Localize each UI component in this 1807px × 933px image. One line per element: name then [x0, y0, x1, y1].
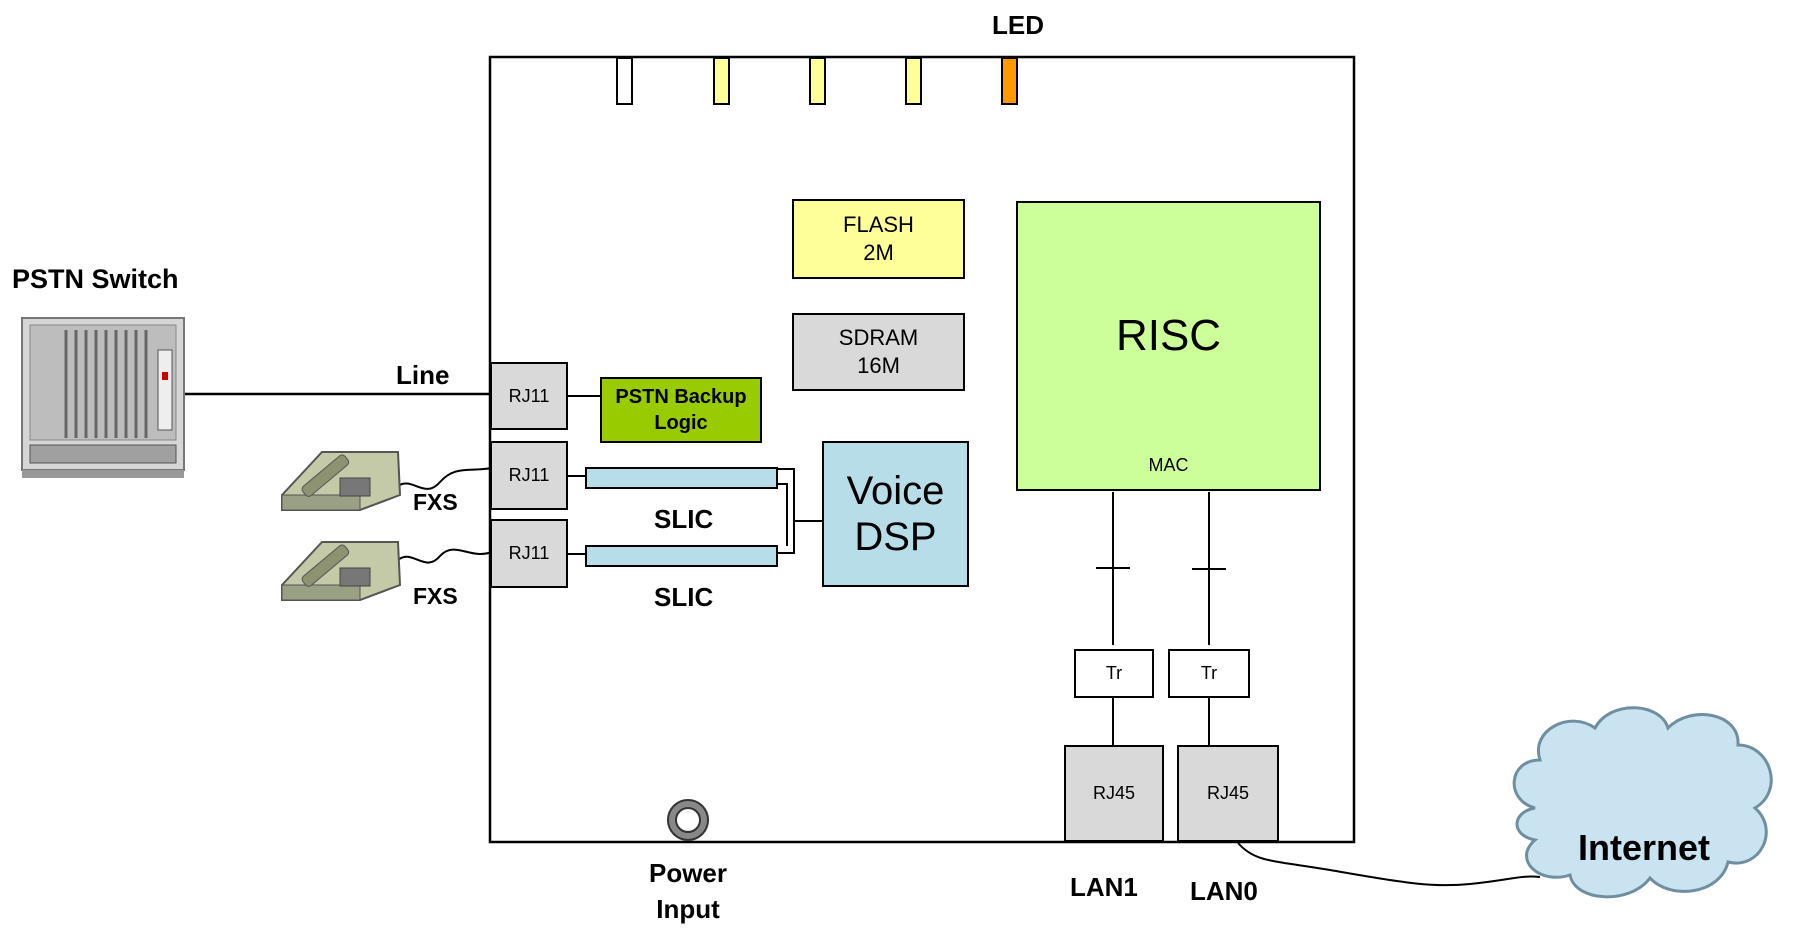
phone-cord-2: [397, 548, 493, 564]
telephone-icon-1: [281, 451, 402, 511]
mac-label: MAC: [1148, 455, 1189, 475]
led-indicator-2: [713, 57, 730, 105]
fxs-label-2: FXS: [413, 583, 458, 609]
cloud-icon: [1512, 706, 1773, 899]
rj45-lan0-port: RJ45: [1177, 745, 1279, 842]
slic-block-1: [585, 467, 778, 489]
fxs-label-1: FXS: [413, 489, 458, 515]
sdram-memory-block: SDRAM 16M: [792, 313, 965, 391]
voice-dsp-block: Voice DSP: [822, 441, 969, 587]
internet-label: Internet: [1578, 827, 1711, 868]
risc-label: RISC: [1115, 311, 1222, 360]
line-label: Line: [396, 360, 450, 390]
power-input-label: Power Input: [648, 858, 728, 924]
internet-cable: [1237, 842, 1541, 887]
led-indicator-4: [905, 57, 922, 105]
led-label: LED: [992, 10, 1044, 40]
rj11-fxs1-port: RJ11: [490, 441, 568, 510]
rj45-lan1-port: RJ45: [1064, 745, 1164, 842]
risc-processor-block: RISC MAC: [1016, 201, 1321, 491]
flash-memory-block: FLASH 2M: [792, 199, 965, 279]
slic-block-2: [585, 545, 778, 567]
telephone-icon-2: [281, 541, 402, 601]
led-indicator-3: [809, 57, 826, 105]
transformer-block-2: Tr: [1168, 649, 1250, 698]
transformer-block-1: Tr: [1074, 649, 1154, 698]
rj11-line-port: RJ11: [490, 362, 568, 430]
pstn-backup-logic-block: PSTN Backup Logic: [600, 377, 762, 443]
lan1-label: LAN1: [1070, 872, 1138, 902]
led-indicator-1: [616, 57, 633, 105]
slic-label-2: SLIC: [654, 582, 714, 612]
led-indicator-5: [1001, 57, 1018, 105]
phone-cord-1: [397, 467, 493, 490]
pstn-switch-rack-icon: [21, 317, 185, 478]
slic-label-1: SLIC: [654, 504, 714, 534]
lan0-label: LAN0: [1190, 876, 1258, 906]
rj11-fxs2-port: RJ11: [490, 519, 568, 588]
pstn-switch-label: PSTN Switch: [12, 264, 179, 294]
